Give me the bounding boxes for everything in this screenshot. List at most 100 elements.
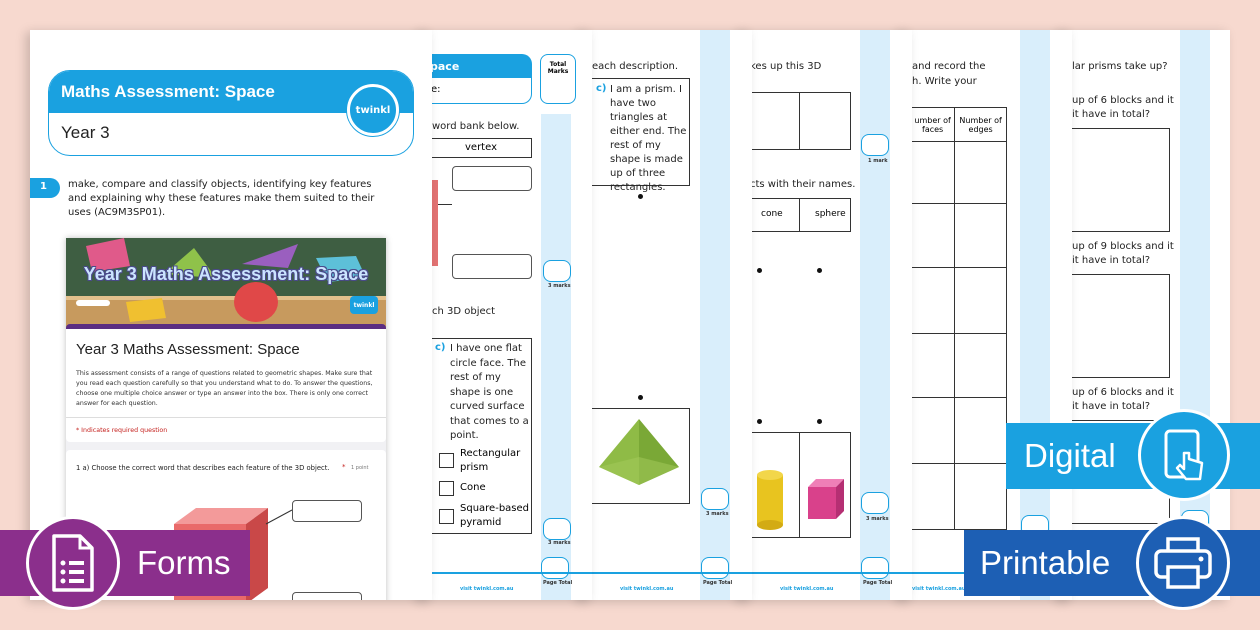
worksheet-front-page: Maths Assessment: Space Year 3 twinkl 1 … — [30, 30, 432, 600]
worksheet-page-3: each description. c) I am a prism. I hav… — [580, 30, 752, 600]
total-marks-box: Total Marks — [540, 54, 576, 104]
page-total-label: Page Total — [863, 580, 893, 586]
worksheet-page-6: lar prisms take up? up of 6 blocks and i… — [1060, 30, 1230, 600]
checkbox-cone[interactable] — [439, 481, 454, 496]
cube-image — [808, 479, 844, 519]
website-text: visit twinkl.com.au — [460, 586, 514, 592]
curriculum-outcome: make, compare and classify objects, iden… — [68, 179, 375, 218]
answer-box — [1070, 274, 1170, 378]
question-text: ch 3D object — [432, 306, 496, 317]
required-star: * — [342, 463, 346, 471]
checkbox-square-based-pyramid[interactable] — [439, 509, 454, 524]
tablet-hand-icon — [1138, 409, 1230, 501]
question-c-box: c) I have one flat circle face. The rest… — [430, 338, 532, 534]
name-field: e: — [420, 78, 532, 104]
option-label: Square-based pyramid — [460, 503, 529, 528]
mark-box — [543, 518, 571, 540]
question-text: it have in total? — [1072, 109, 1151, 120]
bullet-dot — [757, 419, 762, 424]
question-number: 1 — [30, 178, 60, 198]
prism-image-edge — [430, 180, 438, 266]
marks-label: 3 marks — [866, 516, 889, 522]
description-text: I am a prism. I have two triangles at ei… — [610, 84, 687, 193]
question-text: h. Write your — [912, 76, 977, 87]
form-intro: This assessment consists of a range of q… — [76, 370, 373, 407]
marks-strip — [1020, 30, 1050, 600]
mark-box — [861, 492, 889, 514]
page-footer-line — [580, 572, 752, 574]
twinkl-logo-small: twinkl — [350, 296, 378, 314]
word-bank: vertex — [430, 138, 532, 158]
part-label: c) — [596, 83, 607, 94]
page-total-label: Page Total — [703, 580, 733, 586]
part-label: c) — [435, 342, 446, 353]
label-input — [452, 166, 532, 191]
form-answer-input[interactable] — [292, 592, 362, 600]
shape-name-sphere: sphere — [815, 209, 846, 219]
checkbox-rectangular-prism[interactable] — [439, 453, 454, 468]
marks-strip — [1180, 30, 1210, 600]
question-text: each description. — [592, 61, 679, 72]
column-header: umber of faces — [909, 107, 956, 142]
label-input — [452, 254, 532, 279]
question-text: up of 6 blocks and it — [1072, 387, 1174, 398]
question-text: cts with their names. — [750, 179, 856, 190]
shapes-table — [748, 432, 851, 538]
names-table: cone sphere — [748, 198, 851, 232]
answer-box — [1070, 128, 1170, 232]
bullet-dot — [638, 395, 643, 400]
form-document-icon — [26, 516, 120, 610]
bullet-dot — [757, 268, 762, 273]
marks-label: 3 marks — [548, 540, 571, 546]
twinkl-logo: twinkl — [347, 84, 399, 136]
answer-table — [748, 92, 851, 150]
marks-label: 1 mark — [868, 158, 888, 164]
question-text: it have in total? — [1072, 401, 1151, 412]
website-text: visit twinkl.com.au — [620, 586, 674, 592]
shape-box — [590, 408, 690, 504]
bullet-dot — [817, 268, 822, 273]
question-text: and record the — [912, 61, 986, 72]
worksheet-page-5: and record the h. Write your umber of fa… — [900, 30, 1072, 600]
form-banner: Year 3 Maths Assessment: Space twinkl — [66, 238, 386, 330]
website-text: visit twinkl.com.au — [780, 586, 834, 592]
title-card: Maths Assessment: Space Year 3 twinkl — [48, 70, 414, 156]
worksheet-page-4: kes up this 3D 1 mark cts with their nam… — [740, 30, 912, 600]
page-footer-line — [420, 572, 592, 574]
question-text: up of 6 blocks and it — [1072, 95, 1174, 106]
page-total-box — [861, 557, 889, 579]
form-question-text: 1 a) Choose the correct word that descri… — [76, 464, 330, 472]
option-label: Cone — [460, 482, 486, 493]
question-text: it have in total? — [1072, 255, 1151, 266]
mark-box — [861, 134, 889, 156]
page-total-box — [541, 557, 569, 579]
column-header: Number of edges — [954, 107, 1007, 142]
banner-title: Year 3 Maths Assessment: Space — [83, 264, 369, 284]
marks-label: 3 marks — [706, 511, 729, 517]
forms-label: Forms — [137, 544, 231, 581]
printable-label: Printable — [980, 544, 1111, 581]
year-level: Year 3 — [61, 123, 110, 142]
mark-box — [543, 260, 571, 282]
triangular-pyramid-image — [599, 419, 679, 485]
question-text: word bank below. — [432, 121, 520, 132]
description-text: I have one flat circle face. The rest of… — [450, 343, 529, 441]
page-total-label: Page Total — [543, 580, 573, 586]
page-footer-line — [740, 572, 912, 574]
title-bar: pace — [420, 54, 532, 78]
digital-label: Digital — [1024, 437, 1116, 474]
worksheet-page-2: pace e: Total Marks word bank below. ver… — [420, 30, 592, 600]
form-answer-input[interactable] — [292, 500, 362, 522]
question-text: up of 9 blocks and it — [1072, 241, 1174, 252]
marks-label: 3 marks — [548, 283, 571, 289]
points-label: 1 point — [351, 465, 369, 471]
question-text: lar prisms take up? — [1072, 61, 1168, 72]
website-text: visit twinkl.com.au — [912, 586, 966, 592]
pointer-line — [438, 204, 452, 205]
description-box: c) I am a prism. I have two triangles at… — [590, 78, 690, 193]
option-label: Rectangular prism — [460, 448, 521, 473]
form-heading: Year 3 Maths Assessment: Space — [76, 341, 300, 358]
printer-icon — [1136, 516, 1230, 610]
marks-strip — [860, 30, 890, 600]
